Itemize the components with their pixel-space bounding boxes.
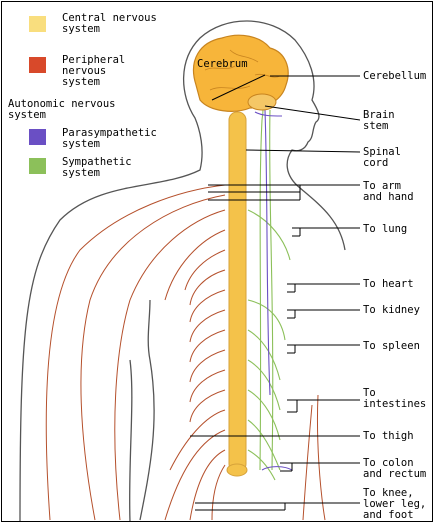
pointer-lines: [190, 75, 360, 510]
cauda: [227, 464, 247, 476]
legend-label-symp: Sympathetic system: [62, 157, 132, 179]
label-kidney: To kidney: [363, 305, 420, 316]
label-cerebrum: Cerebrum: [197, 59, 248, 70]
label-thigh: To thigh: [363, 431, 414, 442]
label-spinal-cord: Spinal cord: [363, 147, 401, 169]
label-cerebellum: Cerebellum: [363, 71, 426, 82]
legend-swatch-para: [29, 129, 46, 145]
label-knee: To knee, lower leg, and foot: [363, 488, 426, 521]
arm-outline: [130, 300, 155, 522]
sympathetic-chain: [248, 80, 290, 480]
label-arm-hand: To arm and hand: [363, 181, 414, 203]
legend-label-cns: Central nervous system: [62, 13, 157, 35]
label-colon: To colon and rectum: [363, 458, 426, 480]
body-outline: [20, 21, 345, 522]
label-spleen: To spleen: [363, 341, 420, 352]
legend-label-pns: Peripheral nervous system: [62, 55, 125, 88]
legend-heading-ans: Autonomic nervous system: [8, 99, 115, 121]
label-lung: To lung: [363, 224, 407, 235]
label-intestines: To intestines: [363, 388, 426, 410]
legend-label-para: Parasympathetic system: [62, 128, 157, 150]
label-heart: To heart: [363, 279, 414, 290]
legend-swatch-cns: [29, 16, 46, 32]
legend-swatch-symp: [29, 158, 46, 174]
cerebellum-shape: [248, 94, 276, 110]
spinal-cord: [229, 112, 246, 472]
label-brain-stem: Brain stem: [363, 110, 395, 132]
legend-swatch-pns: [29, 57, 46, 73]
peripheral-nerves: [46, 185, 325, 520]
